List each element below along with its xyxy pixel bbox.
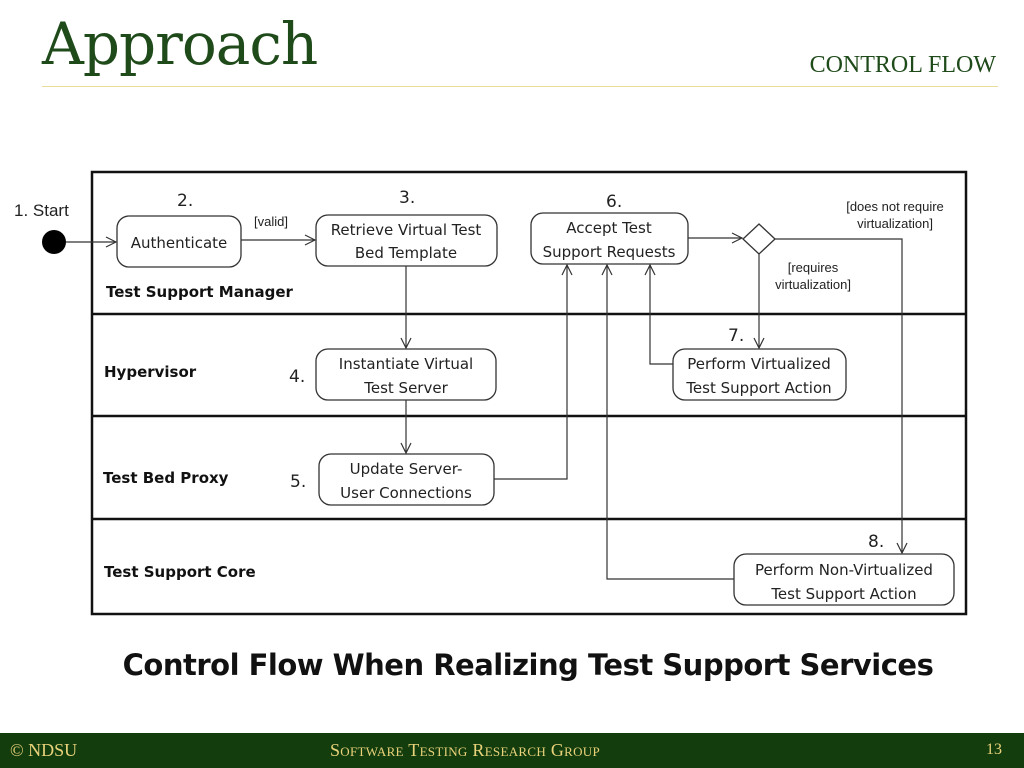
lane-label-test-support-core: Test Support Core [104, 563, 256, 581]
action-label: Test Support Action [685, 379, 831, 397]
decision-node [742, 223, 776, 255]
page-number: 13 [986, 741, 1002, 758]
action-label: User Connections [340, 484, 472, 502]
footer-copyright: © NDSU [10, 740, 78, 760]
action-label: Test Support Action [770, 585, 916, 603]
action-accept-requests: Accept Test Support Requests [530, 212, 689, 265]
start-node [42, 230, 66, 254]
action-label: Accept Test [566, 219, 652, 237]
action-label: Bed Template [355, 244, 457, 262]
step-number: 7. [728, 326, 744, 346]
action-non-virtualized: Perform Non-Virtualized Test Support Act… [733, 553, 955, 606]
action-label: Instantiate Virtual [339, 355, 473, 373]
lane-label-test-support-manager: Test Support Manager [106, 283, 294, 301]
step-number: 3. [399, 188, 415, 208]
swimlane-frame [90, 170, 968, 616]
action-virtualized: Perform Virtualized Test Support Action [672, 348, 847, 401]
action-retrieve-template: Retrieve Virtual Test Bed Template [315, 214, 498, 267]
action-label: Test Server [363, 379, 448, 397]
diagram-caption: Control Flow When Realizing Test Support… [122, 648, 934, 682]
flow-arrows [66, 238, 902, 580]
control-flow-diagram: Test Support Manager Hypervisor Test Bed… [14, 170, 968, 616]
title-divider [42, 86, 998, 87]
guard-valid: [valid] [254, 214, 288, 229]
action-label: Authenticate [131, 234, 228, 252]
step-number: 5. [290, 472, 306, 492]
start-label: 1. Start [14, 201, 69, 220]
step-number: 6. [606, 192, 622, 212]
lane-label-test-bed-proxy: Test Bed Proxy [103, 469, 229, 487]
guard-no-virtualization: [does not require [846, 199, 944, 214]
step-number: 4. [289, 367, 305, 387]
action-label: Perform Non-Virtualized [755, 561, 933, 579]
guard-virtualization: virtualization] [775, 277, 851, 292]
step-number: 2. [177, 191, 193, 211]
slide-subtitle: CONTROL FLOW [809, 52, 996, 78]
step-number: 8. [868, 532, 884, 552]
guard-virtualization: [requires [788, 260, 839, 275]
slide-title: Approach [42, 10, 318, 78]
action-label: Retrieve Virtual Test [331, 221, 482, 239]
action-label: Support Requests [543, 243, 676, 261]
footer-bar: © NDSU Software Testing Research Group 1… [0, 733, 1024, 768]
action-update-connections: Update Server- User Connections [318, 453, 495, 506]
action-label: Perform Virtualized [687, 355, 830, 373]
footer-group-name: Software Testing Research Group [330, 740, 600, 760]
action-authenticate: Authenticate [116, 215, 242, 268]
lane-label-hypervisor: Hypervisor [104, 363, 197, 381]
action-label: Update Server- [350, 460, 463, 478]
guard-no-virtualization: virtualization] [857, 216, 933, 231]
action-instantiate-server: Instantiate Virtual Test Server [315, 348, 497, 401]
